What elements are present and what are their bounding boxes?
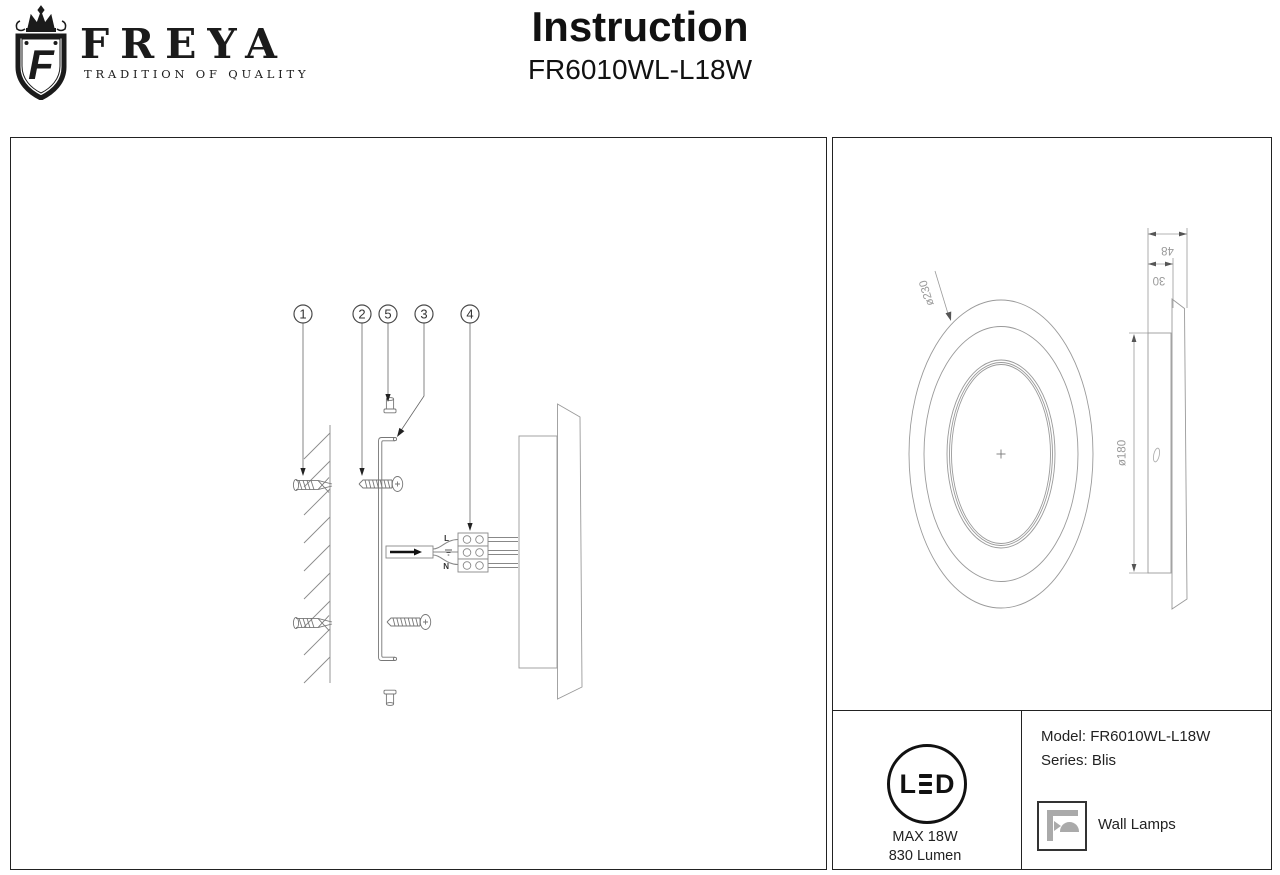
installation-diagram-panel: L N 1 2 5 3 4 [10, 137, 827, 870]
terminal-live-label: L [444, 534, 449, 543]
lamp-front-view [908, 299, 1094, 609]
lamp-side-view [1147, 298, 1188, 610]
lumen-label: 830 Lumen [888, 848, 962, 864]
led-letter-d: D [935, 768, 955, 799]
callout-arrowheads [300, 394, 473, 531]
led-letter-l: L [899, 768, 917, 799]
led-e-bars-icon [919, 773, 932, 795]
wall-lamp-icon [1037, 801, 1087, 851]
header: F FREYA TRADITION OF QUALITY Instruction… [0, 0, 1280, 110]
supply-cable [385, 545, 434, 559]
callout-3: 3 [420, 307, 427, 322]
terminal-ground-icon [445, 549, 452, 556]
page-title: Instruction [531, 3, 749, 50]
callout-4: 4 [466, 307, 473, 322]
brand-tagline: TRADITION OF QUALITY [84, 67, 310, 81]
lamp-body-side [518, 403, 583, 700]
dim-depth-total: 48 [1161, 244, 1174, 256]
info-table-top-border [833, 710, 1271, 711]
terminal-block [457, 532, 518, 573]
dim-outer-diameter: ø230 [918, 270, 952, 321]
callout-markers [293, 304, 480, 324]
category-label: Wall Lamps [1098, 816, 1176, 833]
callout-5: 5 [384, 307, 391, 322]
model-label: Model: FR6010WL-L18W [1041, 728, 1211, 745]
freya-crest-icon: F [15, 5, 67, 100]
dim-depth-body: 30 [1153, 274, 1166, 286]
info-table-divider [1021, 710, 1022, 869]
cap-bottom [383, 689, 397, 706]
screw-bottom [386, 614, 432, 630]
cap-top [383, 397, 397, 414]
wires [432, 538, 459, 566]
page-model-number: FR6010WL-L18W [527, 54, 753, 85]
callout-leaders [302, 323, 471, 523]
dim-inner-diameter: ø180 [1117, 332, 1149, 574]
center-cross-icon [996, 449, 1006, 459]
wall-plug-top [292, 477, 333, 493]
max-power-label: MAX 18W [892, 829, 958, 845]
callout-2: 2 [358, 307, 365, 322]
dimension-drawing-panel: ø230 48 30 ø180 L D MAX 18W 830 L [832, 137, 1272, 870]
crest-monogram: F [28, 41, 55, 88]
series-label: Series: Blis [1041, 752, 1117, 769]
callout-1: 1 [299, 307, 306, 322]
wall-section [303, 425, 331, 684]
screw-top [358, 476, 404, 492]
led-badge: L D [887, 744, 967, 824]
brand-name: FREYA [80, 20, 288, 68]
svg-text:ø230: ø230 [918, 279, 937, 308]
dim-depth-arrows [1148, 231, 1187, 267]
svg-text:ø180: ø180 [1117, 440, 1129, 466]
terminal-neutral-label: N [443, 562, 449, 571]
mounting-bracket [378, 437, 398, 661]
